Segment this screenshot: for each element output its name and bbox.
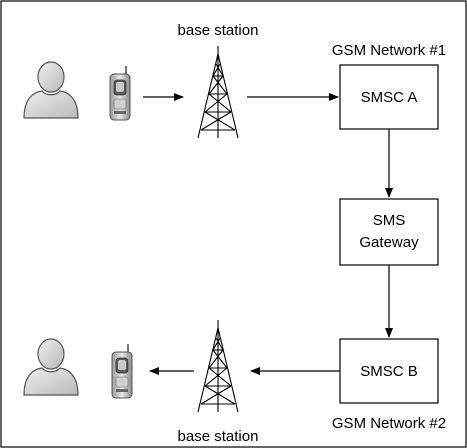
smsc-a-box: [339, 64, 439, 130]
label-base-station-top: base station: [178, 22, 259, 39]
label-gsm-network-2: GSM Network #2: [332, 415, 446, 432]
mobile-phone-icon-recipient: [111, 343, 133, 399]
person-icon-recipient: [23, 338, 79, 396]
smsc-b-box: [339, 338, 439, 404]
mobile-phone-icon-sender: [109, 65, 131, 121]
sms-gateway-label-line1: SMS: [373, 212, 406, 229]
radio-tower-icon-bottom: [197, 319, 239, 413]
smsc-a-label: SMSC A: [361, 89, 418, 106]
person-icon-sender: [23, 61, 79, 119]
label-base-station-bottom: base station: [178, 428, 259, 445]
label-gsm-network-1: GSM Network #1: [332, 42, 446, 59]
radio-tower-icon-top: [197, 45, 239, 139]
sms-gateway-label-line2: Gateway: [359, 234, 419, 251]
sms-gateway-box: [339, 198, 439, 266]
smsc-b-label: SMSC B: [360, 363, 418, 380]
